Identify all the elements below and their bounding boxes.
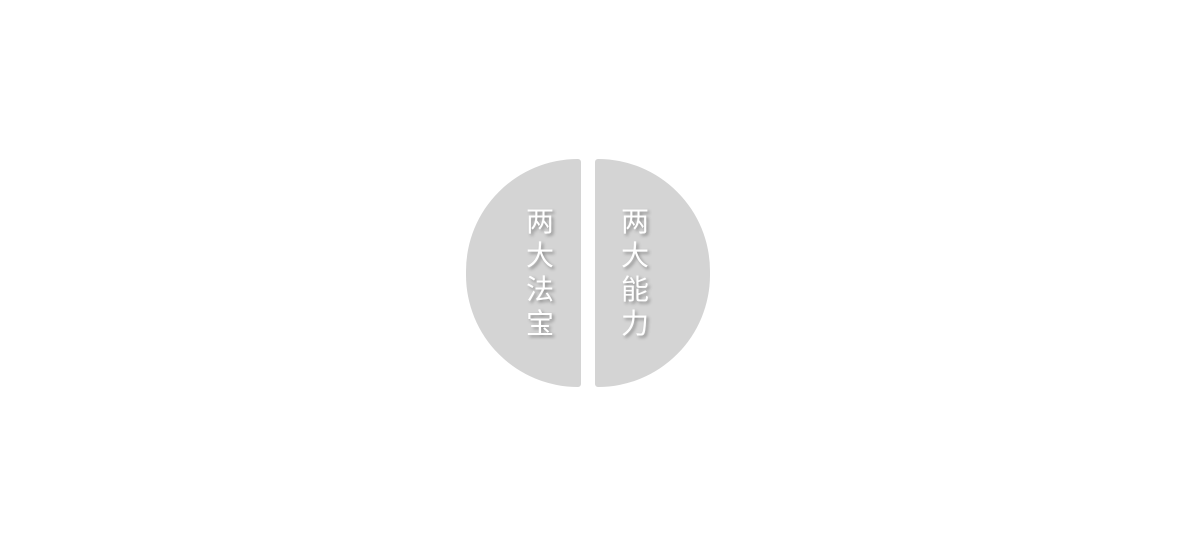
right-vertical-label: 两 大 能 力 (618, 205, 652, 341)
right-label-char: 大 (620, 239, 649, 272)
left-label-char: 大 (525, 239, 554, 272)
right-label-char: 两 (620, 205, 649, 238)
left-label-char: 法 (525, 273, 554, 306)
right-label-char: 力 (620, 307, 649, 340)
right-label-char: 能 (620, 273, 649, 306)
left-label-char: 两 (525, 205, 554, 238)
right-half-circle (595, 159, 710, 387)
left-vertical-label: 两 大 法 宝 (523, 205, 557, 341)
left-label-char: 宝 (525, 307, 554, 340)
